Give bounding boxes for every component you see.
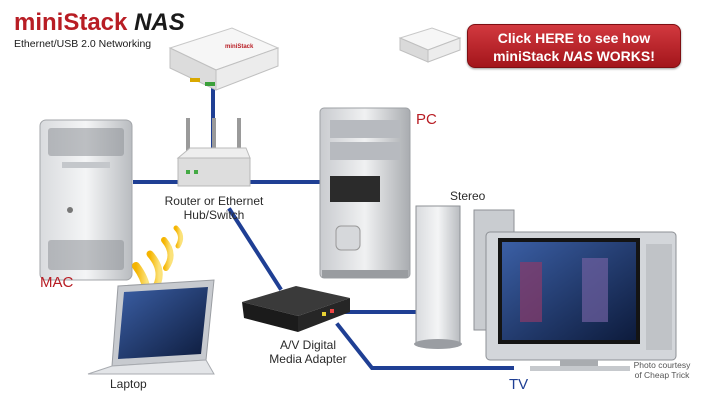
cta-line2-suffix: WORKS! xyxy=(592,48,655,64)
cable-media-tv xyxy=(335,322,514,370)
nas-device: miniStack xyxy=(168,27,280,91)
svg-text:miniStack: miniStack xyxy=(225,44,254,50)
media-adapter-device xyxy=(242,286,350,332)
mac-label: MAC xyxy=(40,274,74,291)
photo-credit-line1: Photo courtesy xyxy=(633,360,691,370)
pc-label: PC xyxy=(416,111,437,128)
brand-name-part1: miniStack xyxy=(14,9,128,36)
how-it-works-button[interactable]: Click HERE to see how miniStack NAS WORK… xyxy=(467,24,681,68)
cta-line2-prefix: miniStack xyxy=(493,48,564,64)
router-device xyxy=(176,118,251,187)
media-adapter-label-line2: Media Adapter xyxy=(269,352,347,366)
laptop-device xyxy=(87,279,215,375)
router-label-line1: Router or Ethernet xyxy=(164,194,264,208)
tv-label: TV xyxy=(509,376,529,393)
brand-logo: miniStack NAS xyxy=(14,10,185,36)
cable-router-media xyxy=(227,207,283,291)
router-label-line2: Hub/Switch xyxy=(183,208,245,222)
pc-tower xyxy=(319,107,411,279)
mac-tower xyxy=(39,119,133,281)
cta-line2: miniStack NAS WORKS! xyxy=(468,47,680,65)
brand-tagline: Ethernet/USB 2.0 Networking xyxy=(14,38,152,50)
media-adapter-label: A/V Digital Media Adapter xyxy=(258,338,358,366)
media-adapter-label-line1: A/V Digital xyxy=(279,338,337,352)
nas-device-small xyxy=(398,27,462,63)
stereo-label: Stereo xyxy=(450,189,486,203)
router-label: Router or Ethernet Hub/Switch xyxy=(156,194,272,222)
cta-line2-italic: NAS xyxy=(563,48,593,64)
brand-name-part2: NAS xyxy=(134,9,185,36)
cta-line1: Click HERE to see how xyxy=(497,30,651,46)
photo-credit: Photo courtesy of Cheap Trick xyxy=(620,360,704,380)
tv-device xyxy=(485,231,677,371)
cables xyxy=(133,88,514,370)
laptop-label: Laptop xyxy=(110,377,147,391)
photo-credit-line2: of Cheap Trick xyxy=(634,370,690,380)
